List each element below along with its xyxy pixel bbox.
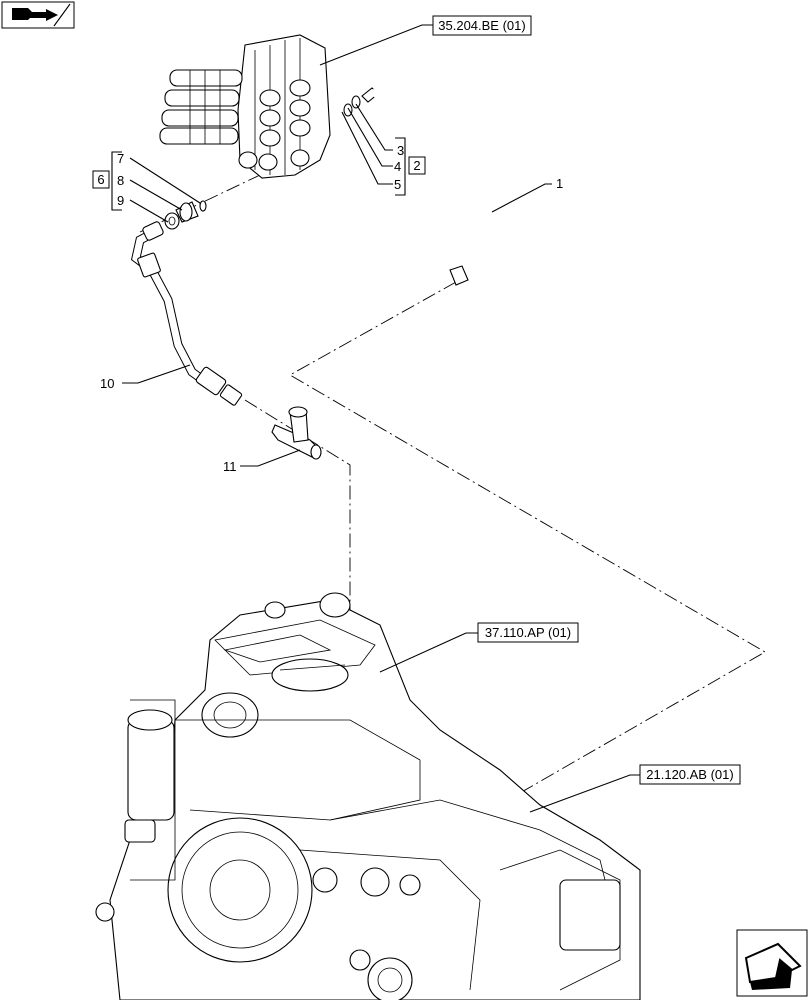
ref-mid-label: 37.110.AP (01) (485, 625, 571, 640)
ref-21-120-AB[interactable]: 21.120.AB (01) (639, 764, 741, 785)
callout-9: 9 (117, 193, 124, 208)
adapter-parts (164, 200, 207, 230)
hose-10 (130, 221, 243, 406)
callout-5: 5 (394, 177, 401, 192)
ref-37-110-AP[interactable]: 37.110.AP (01) (477, 622, 579, 643)
next-page-arrow-icon[interactable] (736, 929, 808, 997)
callout-2-box (408, 156, 426, 175)
bracket-3-5 (395, 137, 406, 196)
ref-35-204-BE[interactable]: 35.204.BE (01) (432, 15, 532, 36)
valve-couplers (159, 69, 243, 145)
callout-2: 2 (413, 158, 420, 173)
callout-10: 10 (100, 376, 114, 391)
bracket-7-9 (111, 151, 122, 211)
callout-6-box (92, 170, 110, 189)
ref-low-label: 21.120.AB (01) (646, 767, 733, 782)
control-valve-block (159, 34, 331, 179)
callout-3: 3 (397, 143, 404, 158)
book-arrow-icon[interactable] (1, 1, 75, 29)
tee-fitting-11 (271, 406, 322, 460)
hose-1 (371, 85, 508, 286)
ref-top-label: 35.204.BE (01) (438, 18, 525, 33)
callout-4: 4 (394, 159, 401, 174)
dash-hose1-to-fitting (289, 281, 766, 863)
callout-8: 8 (117, 173, 124, 188)
callout-11: 11 (223, 459, 237, 474)
callout-7: 7 (117, 151, 124, 166)
valve-sections (238, 79, 311, 171)
callout-1: 1 (556, 176, 563, 191)
dash-hose10-to-tee (244, 399, 351, 880)
transmission-assembly (95, 592, 641, 1000)
callout-6: 6 (97, 172, 104, 187)
